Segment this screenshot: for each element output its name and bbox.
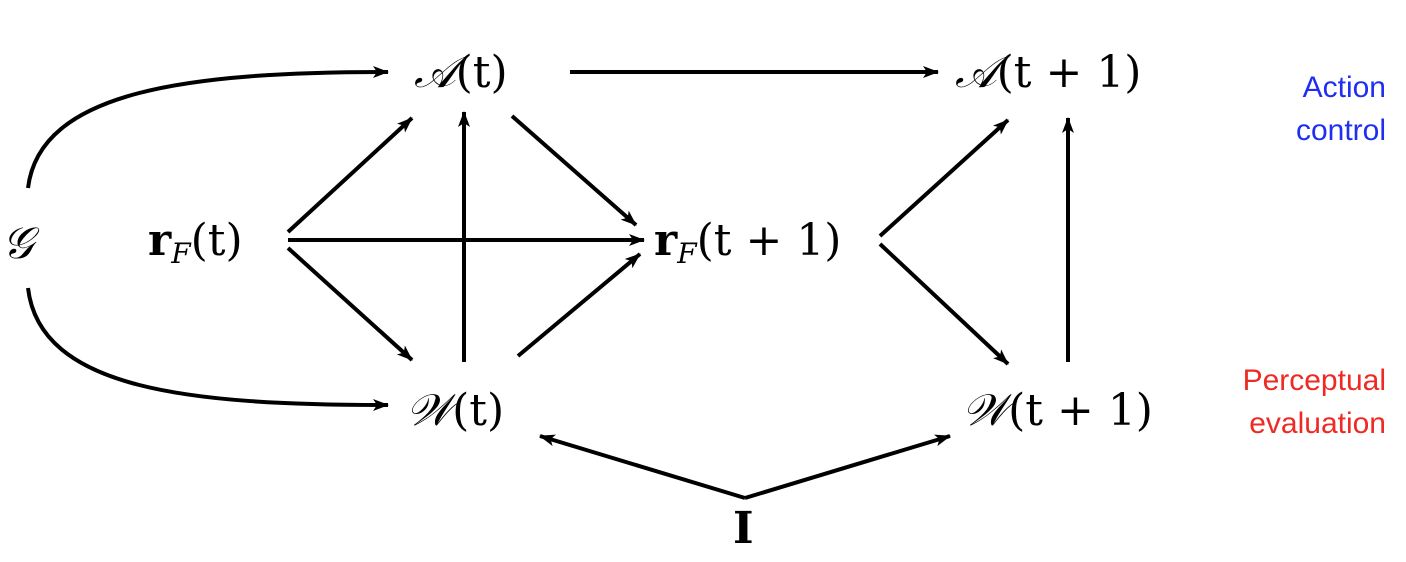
- perceptual-label-line1: Perceptual: [1243, 364, 1386, 397]
- node-w-t: 𝒲(t): [406, 385, 504, 436]
- side-labels: Action control Perceptual evaluation: [1243, 71, 1386, 440]
- edge-w-t-to-r-t1: [516, 252, 642, 358]
- edge-a-t-to-r-t1: [510, 114, 638, 227]
- perceptual-label-line2: evaluation: [1249, 407, 1386, 440]
- node-r-t: rF(t): [148, 215, 243, 270]
- node-a-t: 𝒜(t): [414, 47, 508, 98]
- node-r-t-sub: F: [170, 237, 192, 270]
- edge-r-t1-to-a-t1: [878, 118, 1010, 238]
- node-a-t1: 𝒜(t + 1): [955, 47, 1141, 98]
- node-w-t1: 𝒲(t + 1): [962, 385, 1153, 436]
- node-r-t1-symbol: r: [654, 215, 678, 266]
- edge-r-t-to-w-t: [286, 246, 414, 362]
- edge-i-to-w-t1: [744, 434, 951, 500]
- edge-g-to-w-t: [26, 287, 389, 411]
- nodes: 𝒜(t) 𝒜(t + 1) rF(t) rF(t + 1) 𝒲(t) 𝒲(t +…: [2, 47, 1153, 554]
- edge-i-to-w-t: [539, 434, 746, 500]
- node-r-t1-sub: F: [676, 237, 698, 270]
- action-label-line1: Action: [1303, 71, 1386, 104]
- node-w-t1-arg: (t + 1): [1008, 385, 1153, 436]
- node-r-t1: rF(t + 1): [654, 215, 841, 270]
- node-i: I: [733, 503, 754, 554]
- node-r-t-symbol: r: [148, 215, 172, 266]
- action-label-line2: control: [1296, 114, 1386, 147]
- edge-r-t-to-a-t: [286, 116, 414, 234]
- edge-r-t1-to-w-t1: [878, 242, 1010, 366]
- edges: [26, 66, 1074, 500]
- node-a-t1-arg: (t + 1): [997, 47, 1142, 98]
- node-r-t-arg: (t): [191, 215, 243, 266]
- node-w-t-arg: (t): [452, 385, 504, 436]
- edge-g-to-a-t: [26, 66, 389, 189]
- node-r-t1-arg: (t + 1): [697, 215, 842, 266]
- node-a-t-arg: (t): [456, 47, 508, 98]
- node-g: 𝒢: [2, 218, 40, 269]
